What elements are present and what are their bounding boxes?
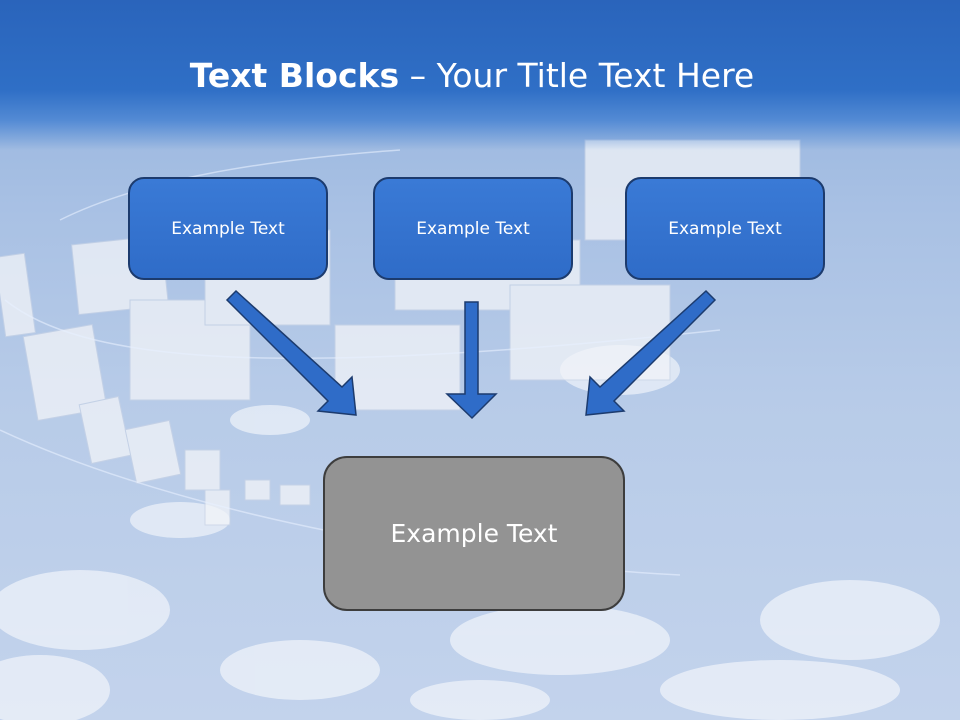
- text-block-left-label: Example Text: [171, 218, 285, 239]
- title-bar: [0, 0, 960, 150]
- slide-title: Text Blocks – Your Title Text Here: [0, 56, 944, 95]
- arrow-right-down-left: [585, 289, 717, 416]
- title-rest-part: Your Title Text Here: [436, 56, 755, 95]
- text-block-bottom[interactable]: Example Text: [323, 456, 625, 611]
- text-block-left[interactable]: Example Text: [128, 177, 328, 280]
- text-block-bottom-label: Example Text: [390, 519, 558, 548]
- text-block-center-label: Example Text: [416, 218, 530, 239]
- title-separator: –: [399, 56, 437, 95]
- text-block-center[interactable]: Example Text: [373, 177, 573, 280]
- arrow-left-down-right: [225, 289, 357, 416]
- text-block-right[interactable]: Example Text: [625, 177, 825, 280]
- arrow-center-down: [445, 301, 498, 420]
- text-block-right-label: Example Text: [668, 218, 782, 239]
- title-bold-part: Text Blocks: [189, 56, 400, 95]
